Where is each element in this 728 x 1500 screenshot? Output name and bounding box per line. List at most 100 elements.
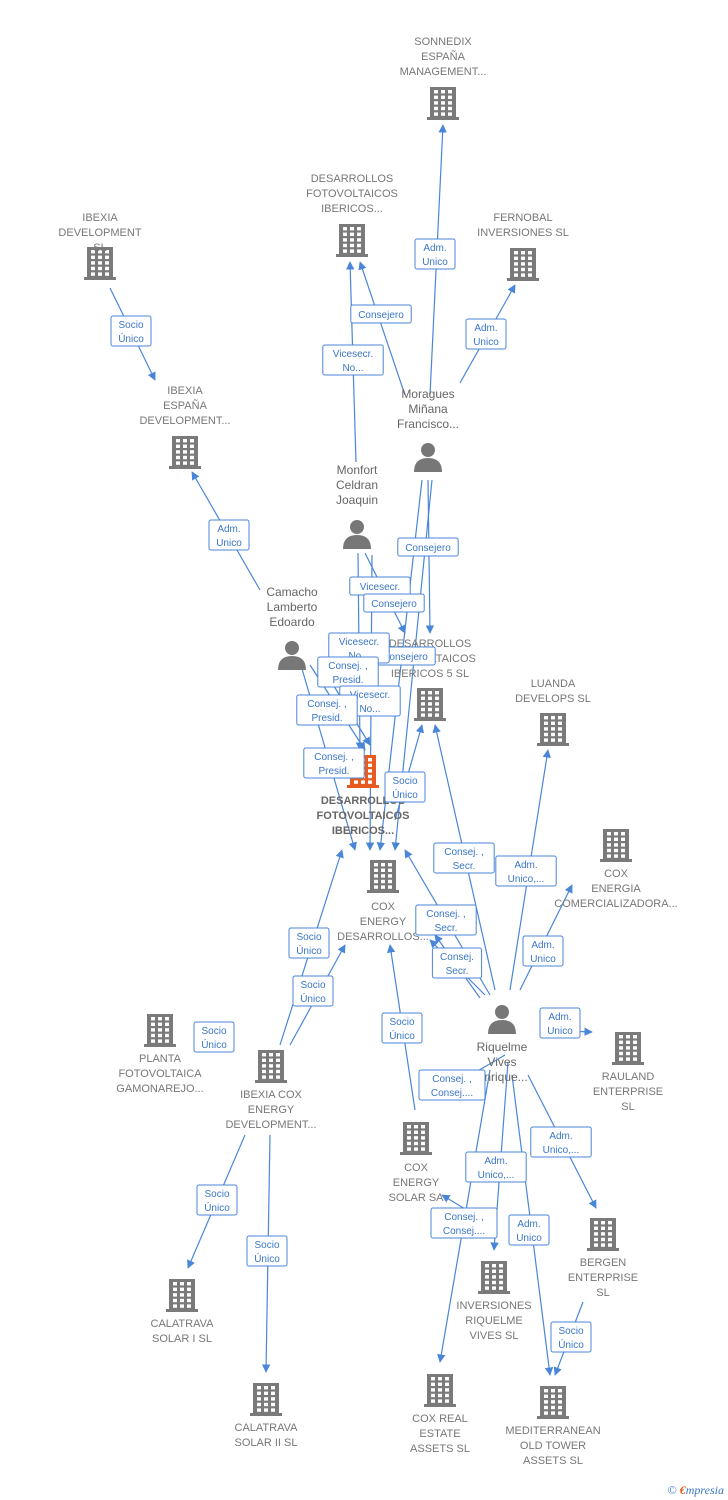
role-badge[interactable]: Consej. ,Presid. [303,747,365,779]
role-badge-text: Socio [201,1026,226,1037]
role-badge-text: Socio [204,1189,229,1200]
node-label-line: Lamberto [267,600,318,614]
role-badge-text: Consej.... [431,1088,473,1099]
person-icon [488,1005,516,1034]
role-badge[interactable]: Consej. ,Secr. [415,904,477,936]
role-badge[interactable]: Adm.Unico [522,935,564,967]
role-badge[interactable]: Consej.Secr. [431,947,483,979]
building-icon [84,247,116,280]
role-badge[interactable]: Consej. ,Secr. [433,842,495,874]
building-icon [250,1383,282,1416]
role-badge-text: Consejero [382,652,428,663]
node-planta[interactable]: PLANTAFOTOVOLTAICAGAMONAREJO... [116,1014,204,1095]
role-badge[interactable]: Consej. ,Consej.... [418,1069,486,1101]
role-badge-text: Socio [118,320,143,331]
role-badge-text: Unico [422,257,448,268]
node-label-line: RAULAND [602,1071,655,1083]
node-label-line: ENERGY [393,1177,440,1189]
role-badge[interactable]: Adm.Unico [539,1007,581,1039]
building-icon [507,248,539,281]
role-badge[interactable]: Vicesecr.No... [322,344,384,376]
node-cox_comerc[interactable]: COXENERGIACOMERCIALIZADORA... [554,829,678,910]
role-badge[interactable]: Consejero [350,304,412,324]
role-badge-text: Socio [392,776,417,787]
role-badge-text: Único [296,944,322,957]
node-riquelme[interactable]: RiquelmeVivesEnrique... [476,1005,528,1084]
role-badge-text: Unico [473,337,499,348]
person-icon [278,641,306,670]
brand-logo-letter: € [679,1483,686,1497]
role-badge-text: Unico [216,538,242,549]
node-focus[interactable]: DESARROLLOSFOTOVOLTAICOSIBERICOS... [317,755,410,837]
node-label-line: Riquelme [477,1040,528,1054]
node-label-line: Celdran [336,478,378,492]
role-badge[interactable]: Adm.Unico,... [465,1151,527,1183]
role-badge[interactable]: Consejero [363,593,425,613]
role-badge[interactable]: Adm.Unico [208,519,250,551]
footer-brand[interactable]: © €mpresia [668,1483,724,1498]
node-sonnedix[interactable]: SONNEDIXESPAÑAMANAGEMENT... [400,36,487,120]
role-badge[interactable]: Consej. ,Presid. [296,694,358,726]
role-badge[interactable]: Consejero [374,646,436,666]
role-badge-text: Adm. [423,243,446,254]
building-icon [169,436,201,469]
node-label-line: FOTOVOLTAICOS [317,810,410,822]
role-badge[interactable]: Adm.Unico,... [530,1126,592,1158]
node-label-line: COX [404,1162,429,1174]
building-icon [336,224,368,257]
node-cox_solar_sa[interactable]: COX ENERGY SOLAR SA [388,1122,444,1204]
role-badge[interactable]: Adm.Unico [465,318,507,350]
role-badge-text: Presid. [311,713,342,724]
node-label-line: ENERGY [248,1104,295,1116]
node-cox_energy_des[interactable]: COXENERGYDESARROLLOS... [337,860,429,943]
node-label-line: ESTATE [419,1428,460,1440]
role-badge[interactable]: Consejero [397,537,459,557]
role-badge-text: Unico [530,954,556,965]
node-ibexia_es[interactable]: IBEXIAESPAÑADEVELOPMENT... [139,385,231,469]
role-badge[interactable]: Adm. Unico [414,238,456,270]
node-label-line: FOTOVOLTAICA [118,1068,202,1080]
role-badge-text: Unico [516,1233,542,1244]
role-badge[interactable]: Consej. ,Consej.... [430,1207,498,1239]
node-ibexia_cox[interactable]: IBEXIA COXENERGYDEVELOPMENT... [225,1050,317,1131]
role-badge[interactable]: Adm. Unico [508,1214,550,1246]
node-label-line: DEVELOPS SL [515,693,591,705]
role-badge[interactable]: Adm.Unico,... [495,855,557,887]
node-label-line: SL [93,242,106,254]
role-badge-text: Consej. , [328,661,367,672]
node-moragues[interactable]: MoraguesMiñanaFrancisco... [397,387,459,472]
node-label-line: DESARROLLOS [321,795,405,807]
node-label-line: SOLAR SA [388,1192,444,1204]
node-label-line: DEVELOPMENT... [139,415,230,427]
node-label-line: Vives [487,1055,516,1069]
node-label-line: INVERSIONES [456,1300,531,1312]
role-badge[interactable]: Vicesecr. [349,576,411,596]
role-badge[interactable]: Consej. ,Presid. [317,656,379,688]
role-badge-text: Adm. [517,1219,540,1230]
node-dfi_top[interactable]: DESARROLLOSFOTOVOLTAICOSIBERICOS... [306,173,398,257]
node-label-line: INVERSIONES SL [477,227,569,239]
role-badge-text: Consej.... [443,1226,485,1237]
node-label-line: Joaquin [336,493,378,507]
